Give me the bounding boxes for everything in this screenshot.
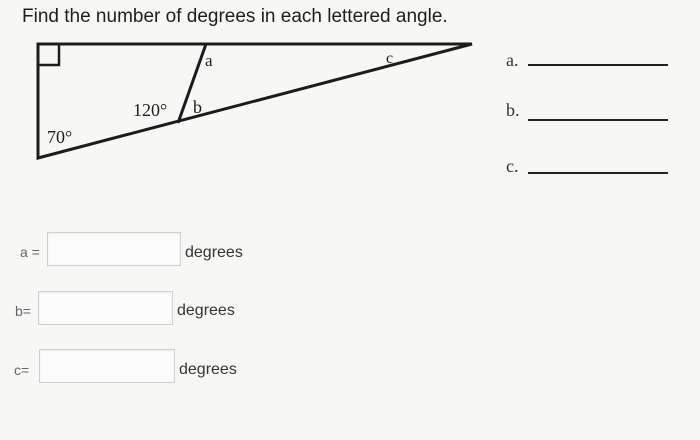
answer-blank-label: b.	[506, 100, 520, 120]
answer-blank-label: a.	[506, 50, 519, 70]
angle-b-label: b	[193, 97, 202, 117]
answer-blank-line	[528, 119, 668, 121]
angle-a-input[interactable]	[47, 232, 181, 266]
angle-120-label: 120°	[133, 100, 167, 120]
right-angle-marker	[38, 44, 61, 67]
unit-label-c: degrees	[179, 361, 237, 378]
triangle-outline	[36, 42, 473, 160]
unit-label-a: degrees	[185, 244, 243, 261]
answer-blank-label: c.	[506, 156, 519, 176]
input-label-b: b=	[15, 303, 31, 319]
question-title: Find the number of degrees in each lette…	[22, 6, 448, 27]
answer-blank-line	[528, 64, 668, 66]
answer-blank-line	[528, 172, 668, 174]
angle-c-label: c	[386, 50, 393, 67]
unit-label-b: degrees	[177, 302, 235, 319]
input-label-a: a =	[20, 244, 40, 260]
angle-70-label: 70°	[47, 127, 72, 147]
angle-a-label: a	[205, 51, 213, 70]
angle-b-input[interactable]	[38, 291, 173, 325]
interior-segment	[176, 43, 208, 124]
angle-c-input[interactable]	[39, 349, 175, 383]
input-label-c: c=	[14, 362, 30, 378]
